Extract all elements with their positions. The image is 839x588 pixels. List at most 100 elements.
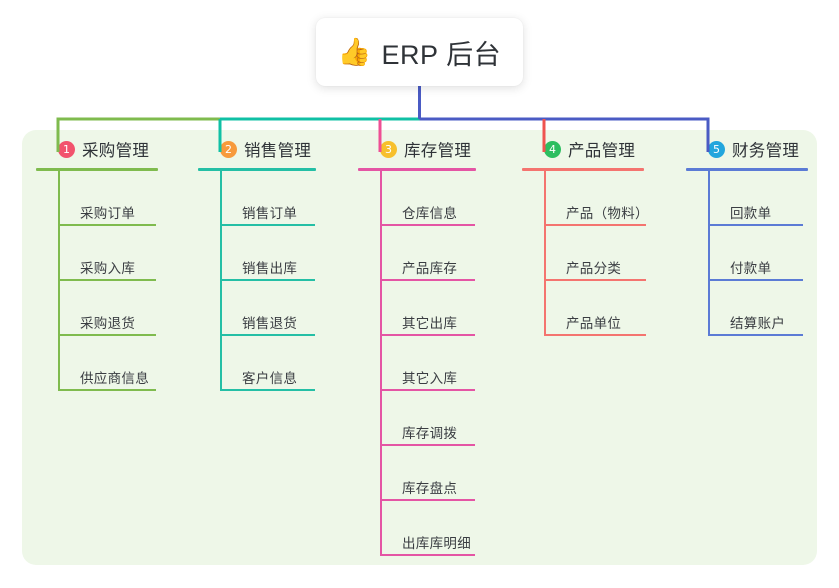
column-header-rule	[522, 168, 644, 171]
list-item-rule	[220, 279, 315, 281]
list-item-rule	[380, 554, 475, 556]
list-item-rule	[58, 279, 156, 281]
list-item-rule	[58, 389, 156, 391]
column-title: 库存管理	[404, 142, 472, 160]
column-title: 产品管理	[568, 142, 636, 160]
list-item[interactable]: 产品单位	[544, 281, 672, 336]
list-item[interactable]: 客户信息	[220, 336, 348, 391]
list-item-label: 产品库存	[402, 260, 458, 276]
list-item[interactable]: 采购入库	[58, 226, 186, 281]
column-badge-4: 4	[544, 140, 561, 158]
diagram-panel	[22, 130, 817, 565]
column-5: 5 财务管理回款单付款单结算账户	[686, 130, 836, 336]
column-spine	[544, 171, 546, 336]
list-item-label: 产品（物料）	[566, 205, 649, 221]
list-item-rule	[708, 224, 803, 226]
list-item-rule	[58, 224, 156, 226]
list-item-label: 采购订单	[80, 205, 136, 221]
list-item-rule	[220, 389, 315, 391]
column-header-4[interactable]: 4 产品管理	[522, 130, 672, 168]
list-item-label: 客户信息	[242, 370, 298, 386]
list-item[interactable]: 销售退货	[220, 281, 348, 336]
column-header-3[interactable]: 3 库存管理	[358, 130, 508, 168]
column-item-list: 销售订单销售出库销售退货客户信息	[220, 171, 348, 391]
column-badge-2: 2	[220, 140, 237, 158]
column-item-list: 仓库信息产品库存其它出库其它入库库存调拨库存盘点出库库明细	[380, 171, 508, 556]
column-item-list: 产品（物料） 产品分类产品单位	[544, 171, 672, 336]
list-item[interactable]: 销售出库	[220, 226, 348, 281]
list-item[interactable]: 产品（物料）	[544, 171, 672, 226]
list-item-rule	[380, 444, 475, 446]
list-item-rule	[708, 334, 803, 336]
list-item-label: 回款单	[730, 205, 772, 221]
list-item[interactable]: 库存调拨	[380, 391, 508, 446]
list-item-label: 其它出库	[402, 315, 458, 331]
column-header-rule	[358, 168, 476, 171]
column-badge-3: 3	[380, 140, 397, 158]
column-spine	[220, 171, 222, 391]
list-item[interactable]: 产品分类	[544, 226, 672, 281]
thumbs-up-icon: 👍	[337, 36, 372, 67]
root-node-card[interactable]: 👍 ERP 后台	[316, 18, 523, 86]
list-item[interactable]: 结算账户	[708, 281, 836, 336]
list-item-label: 采购入库	[80, 260, 136, 276]
list-item-label: 出库库明细	[402, 535, 471, 551]
list-item-label: 采购退货	[80, 315, 136, 331]
list-item-rule	[544, 334, 646, 336]
list-item-label: 产品单位	[566, 315, 622, 331]
column-title: 销售管理	[244, 142, 312, 160]
column-header-rule	[686, 168, 808, 171]
column-header-1[interactable]: 1 采购管理	[36, 130, 186, 168]
column-item-list: 采购订单采购入库采购退货供应商信息	[58, 171, 186, 391]
column-title: 采购管理	[82, 142, 150, 160]
column-2: 2 销售管理销售订单销售出库销售退货客户信息	[198, 130, 348, 391]
list-item[interactable]: 库存盘点	[380, 446, 508, 501]
column-title: 财务管理	[732, 142, 800, 160]
list-item-label: 其它入库	[402, 370, 458, 386]
list-item[interactable]: 供应商信息	[58, 336, 186, 391]
list-item-rule	[708, 279, 803, 281]
list-item[interactable]: 其它入库	[380, 336, 508, 391]
column-header-rule	[198, 168, 316, 171]
list-item-label: 付款单	[730, 260, 772, 276]
column-spine	[708, 171, 710, 336]
list-item-label: 销售订单	[242, 205, 298, 221]
list-item-rule	[380, 279, 475, 281]
list-item-label: 库存调拨	[402, 425, 458, 441]
list-item[interactable]: 其它出库	[380, 281, 508, 336]
list-item-rule	[380, 389, 475, 391]
list-item-rule	[544, 224, 646, 226]
list-item-rule	[380, 499, 475, 501]
columns-container: 1 采购管理采购订单采购入库采购退货供应商信息 2 销售管理销售订单销售出库销售退货客…	[22, 130, 817, 565]
column-header-2[interactable]: 2 销售管理	[198, 130, 348, 168]
list-item[interactable]: 回款单	[708, 171, 836, 226]
list-item-label: 供应商信息	[80, 370, 149, 386]
column-4: 4 产品管理产品（物料） 产品分类产品单位	[522, 130, 672, 336]
list-item-label: 销售退货	[242, 315, 298, 331]
list-item-rule	[220, 334, 315, 336]
page-title: ERP 后台	[381, 39, 502, 70]
column-header-rule	[36, 168, 158, 171]
column-spine	[380, 171, 382, 556]
list-item-label: 仓库信息	[402, 205, 458, 221]
list-item[interactable]: 出库库明细	[380, 501, 508, 556]
column-header-5[interactable]: 5 财务管理	[686, 130, 836, 168]
column-spine	[58, 171, 60, 391]
list-item-label: 库存盘点	[402, 480, 458, 496]
list-item[interactable]: 产品库存	[380, 226, 508, 281]
list-item-rule	[58, 334, 156, 336]
list-item[interactable]: 销售订单	[220, 171, 348, 226]
list-item-label: 产品分类	[566, 260, 622, 276]
list-item-label: 销售出库	[242, 260, 298, 276]
column-badge-5: 5	[708, 140, 725, 158]
list-item[interactable]: 付款单	[708, 226, 836, 281]
list-item-rule	[220, 224, 315, 226]
column-1: 1 采购管理采购订单采购入库采购退货供应商信息	[36, 130, 186, 391]
list-item-rule	[544, 279, 646, 281]
list-item-rule	[380, 334, 475, 336]
column-badge-1: 1	[58, 140, 75, 158]
list-item[interactable]: 仓库信息	[380, 171, 508, 226]
list-item[interactable]: 采购退货	[58, 281, 186, 336]
list-item[interactable]: 采购订单	[58, 171, 186, 226]
list-item-label: 结算账户	[730, 315, 786, 331]
